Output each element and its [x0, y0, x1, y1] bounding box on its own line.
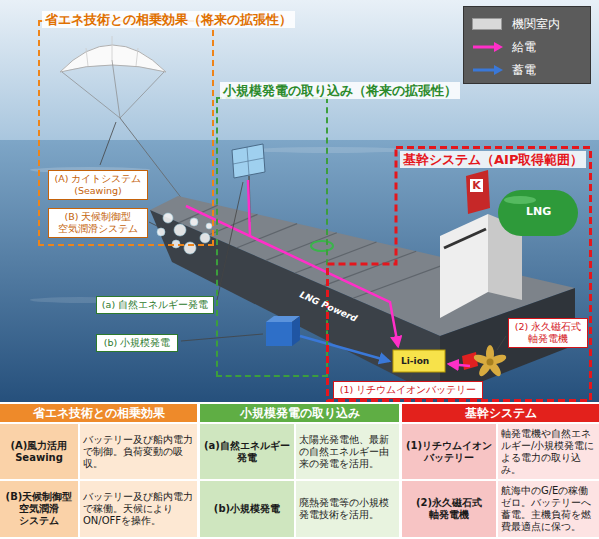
callout-box: (1) リチウムイオンバッテリー — [333, 381, 483, 399]
callout-text: (a) 自然エネルギー発電 — [100, 299, 210, 311]
bubble — [184, 242, 196, 254]
table-cell: 航海中のG/Eの稼働ゼロ。バッテリーへ蓄電。主機負荷を燃費最適点に保つ。 — [498, 481, 599, 537]
sky — [0, 0, 599, 140]
legend-swatch — [472, 18, 502, 30]
table-cell: (B)天候制御型 空気潤滑 システム — [0, 481, 78, 537]
region-outline-path — [328, 148, 591, 401]
kite-bridle — [62, 60, 164, 118]
table-cell: バッテリー及び船内電力で稼働。天候によりON/OFFを操作。 — [80, 481, 197, 537]
callout-box: (B) 天候制御型 空気潤滑システム — [48, 208, 148, 238]
helipad-mark — [311, 241, 333, 251]
charging-line — [300, 336, 389, 361]
group-heading: 省エネ技術との相乗効果（将来の拡張性） — [42, 11, 295, 28]
callout-text: (B) 天候制御型 空気潤滑システム — [52, 211, 144, 235]
table-cell: (b)小規模発電 — [200, 481, 294, 537]
table-panel: 省エネ技術との相乗効果 (A)風力活用 Seawingバッテリー及び船内電力で制御… — [0, 404, 197, 539]
legend-text: 機関室内 — [512, 16, 560, 32]
callout-text: (b) 小規模発電 — [100, 337, 174, 349]
callout-box: (A) カイトシステム (Seawing) — [48, 170, 148, 200]
table-cell: (a)自然エネルギー 発電 — [200, 424, 294, 479]
legend-arrow-sample — [472, 39, 504, 55]
dashed-group-region: 小規模発電の取り込み（将来の拡張性） — [216, 97, 328, 377]
group-heading: 小規模発電の取り込み（将来の拡張性） — [220, 82, 460, 99]
solar-grid — [233, 147, 264, 175]
legend-box: 機関室内給電蓄電 — [463, 6, 591, 84]
wave — [250, 147, 410, 153]
callout-box: (a) 自然エネルギー発電 — [96, 296, 214, 314]
table-cell: 太陽光発電他、最新の自然エネルギー由来の発電を活用。 — [296, 424, 399, 479]
legend-arrow-head — [494, 42, 503, 52]
bubble — [172, 240, 180, 248]
page-ground — [0, 402, 599, 539]
legend-row: 機関室内 — [472, 16, 584, 32]
legend-row: 給電 — [472, 39, 584, 55]
table-cell: (2)永久磁石式 軸発電機 — [402, 481, 496, 537]
legend-text: 給電 — [512, 39, 536, 55]
battery-icon — [393, 350, 445, 372]
legend-arrow-line — [473, 46, 496, 49]
funnel — [466, 170, 490, 214]
bridge-windows — [444, 229, 486, 248]
callout-box: (2) 永久磁石式 軸発電機 — [508, 318, 588, 348]
tank-marking: LNG — [526, 205, 551, 218]
legend-arrow-line — [473, 69, 496, 72]
callout-box: (b) 小規模発電 — [96, 334, 178, 352]
generator-box — [266, 322, 292, 346]
callout-text: (A) カイトシステム (Seawing) — [52, 173, 144, 197]
sea — [0, 140, 599, 402]
callout-text: (1) リチウムイオンバッテリー — [337, 384, 479, 396]
bubble — [190, 218, 198, 226]
bubble — [163, 213, 173, 223]
power-supply-line — [449, 364, 470, 366]
region-outline — [326, 146, 592, 402]
lng-tank — [498, 190, 578, 236]
battery-label: Li-ion — [401, 355, 429, 367]
legend-arrow-head — [494, 65, 503, 75]
table-panel: 小規模発電の取り込み (a)自然エネルギー 発電太陽光発電他、最新の自然エネルギー… — [200, 404, 399, 539]
table-cell: (A)風力活用 Seawing — [0, 424, 78, 479]
table-cell: 軸発電機や自然エネルギー/小規模発電による電力の取り込み。 — [498, 424, 599, 479]
panel-header: 省エネ技術との相乗効果 — [0, 404, 197, 422]
bubble — [174, 224, 186, 236]
table-cell: バッテリー及び船内電力で制御。負荷変動の吸収。 — [80, 424, 197, 479]
air-bubbles — [157, 213, 212, 254]
power-supply-line — [248, 180, 250, 236]
table-cell: 廃熱発電等の小規模発電技術を活用。 — [296, 481, 399, 537]
generator-box-side — [292, 316, 300, 346]
propeller — [473, 345, 508, 378]
accommodation-front — [440, 214, 488, 318]
funnel-logo: K — [470, 179, 483, 192]
bubble — [157, 228, 165, 236]
solar-panel — [232, 144, 265, 178]
propeller-hub — [487, 359, 494, 366]
legend-text: 蓄電 — [512, 62, 536, 78]
table-cell: (1)リチウムイオン バッテリー — [402, 424, 496, 479]
dashed-group-region: 基幹システム（AIP取得範囲） (1) リチウムイオンバッテリー (2) 永久磁石式… — [326, 146, 592, 402]
bubble — [206, 223, 212, 229]
dashed-group-region: 省エネ技術との相乗効果（将来の拡張性）(A) カイトシステム (Seawing)… — [38, 20, 214, 246]
legend-row: 蓄電 — [472, 62, 584, 78]
callout-text: (2) 永久磁石式 軸発電機 — [512, 321, 584, 345]
legend-arrow-sample — [472, 62, 504, 78]
bubble — [200, 233, 210, 243]
group-heading: 基幹システム（AIP取得範囲） — [400, 151, 586, 168]
tank-highlight — [504, 196, 536, 204]
table-panel: 基幹システム (1)リチウムイオン バッテリー軸発電機や自然エネルギー/小規模発電… — [402, 404, 599, 539]
panel-header: 小規模発電の取り込み — [200, 404, 399, 422]
panel-header: 基幹システム — [402, 404, 599, 422]
shaft-generator — [462, 352, 478, 370]
